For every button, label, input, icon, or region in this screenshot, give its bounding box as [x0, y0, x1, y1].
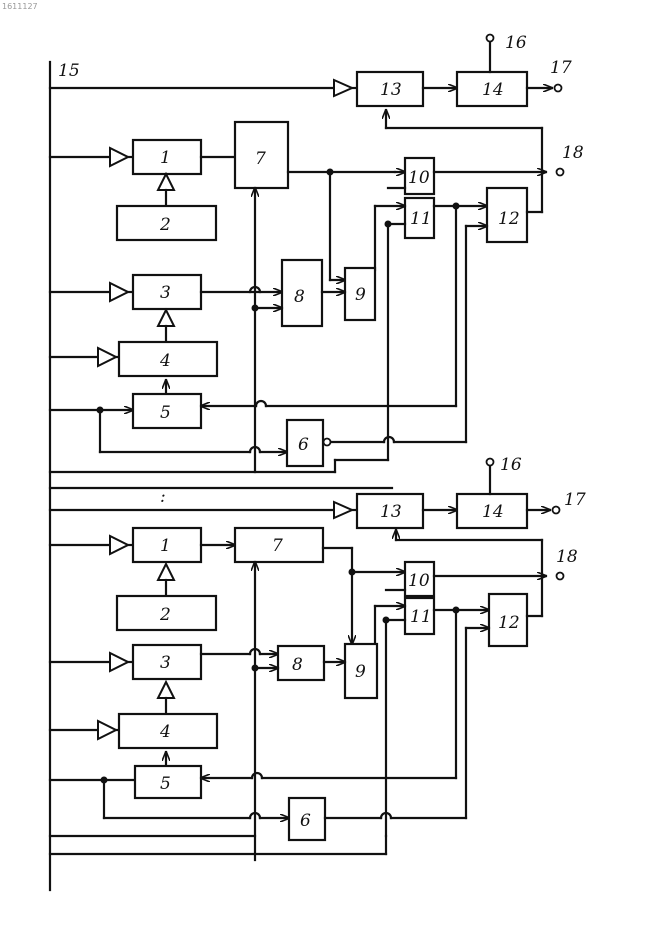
- svg-text:6: 6: [300, 811, 311, 831]
- svg-text:5: 5: [160, 774, 171, 794]
- pin-15-label: 15: [58, 61, 80, 81]
- svg-text:12: 12: [498, 209, 520, 229]
- svg-text:9: 9: [355, 285, 366, 305]
- svg-text:11: 11: [410, 607, 432, 627]
- svg-text:6: 6: [298, 435, 309, 455]
- pin-16-label-b: 16: [500, 455, 522, 475]
- svg-text:2: 2: [159, 605, 171, 625]
- svg-text:14: 14: [482, 80, 504, 100]
- pin-16-label: 16: [505, 33, 527, 53]
- svg-text:1: 1: [160, 148, 171, 168]
- ellipsis: :: [160, 487, 166, 507]
- svg-text:5: 5: [160, 403, 171, 423]
- svg-text:9: 9: [355, 662, 366, 682]
- svg-text:13: 13: [380, 80, 402, 100]
- svg-text:11: 11: [410, 209, 432, 229]
- svg-text:3: 3: [160, 653, 171, 673]
- pin-18-label: 18: [562, 143, 584, 163]
- pin-17-label: 17: [550, 58, 572, 78]
- svg-text:4: 4: [159, 722, 171, 742]
- svg-text:14: 14: [482, 502, 504, 522]
- svg-text:12: 12: [498, 613, 520, 633]
- svg-text:3: 3: [160, 283, 171, 303]
- unit-2: 13 14 16 17 1 2 7 10 11 18: [50, 455, 586, 860]
- svg-text:2: 2: [159, 215, 171, 235]
- svg-text:8: 8: [294, 287, 305, 307]
- svg-text:4: 4: [159, 351, 171, 371]
- svg-text:13: 13: [380, 502, 402, 522]
- svg-text:10: 10: [408, 571, 430, 591]
- unit-1: 13 14 16 17 1 2 7 10 11: [50, 33, 584, 472]
- svg-text:7: 7: [272, 536, 283, 556]
- pin-17-label-b: 17: [564, 490, 586, 510]
- svg-text:10: 10: [408, 168, 430, 188]
- svg-text:7: 7: [255, 149, 266, 169]
- svg-text:1: 1: [160, 536, 171, 556]
- doc-number: 1611127: [2, 2, 38, 11]
- svg-text:8: 8: [292, 655, 303, 675]
- pin-18-label-b: 18: [556, 547, 578, 567]
